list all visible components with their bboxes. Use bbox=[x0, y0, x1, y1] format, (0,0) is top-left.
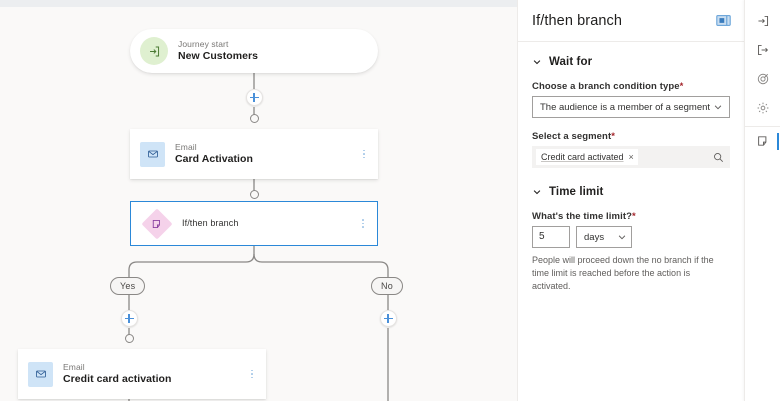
connector-port-email-2[interactable] bbox=[124, 334, 134, 343]
canvas-top-strip bbox=[0, 0, 517, 7]
close-icon[interactable]: × bbox=[628, 151, 634, 162]
branch-note-icon bbox=[141, 208, 172, 239]
chevron-down-icon bbox=[533, 60, 541, 65]
required-marker: * bbox=[632, 211, 636, 222]
envelope-icon bbox=[28, 361, 53, 387]
chevron-down-icon bbox=[533, 190, 541, 195]
email-icon-wrap-1 bbox=[140, 141, 165, 167]
panel-layout-icon[interactable] bbox=[716, 15, 731, 26]
email-text-2: Email Credit card activation bbox=[63, 363, 244, 386]
segment-chip[interactable]: Credit card activated × bbox=[536, 149, 638, 165]
segment-picker-input[interactable]: Credit card activated × bbox=[532, 146, 730, 168]
right-icon-rail bbox=[744, 0, 780, 401]
label-select-segment: Select a segment* bbox=[532, 131, 730, 142]
time-limit-row: 5 days bbox=[532, 226, 730, 248]
section-header-wait-for[interactable]: Wait for bbox=[532, 56, 730, 68]
arrow-into-box-icon bbox=[757, 15, 768, 26]
label-branch-condition-type: Choose a branch condition type* bbox=[532, 81, 730, 92]
label-text-time-limit: What's the time limit? bbox=[532, 211, 632, 222]
select-branch-condition-type[interactable]: The audience is a member of a segment bbox=[532, 96, 730, 118]
journey-start-text: Journey start New Customers bbox=[178, 40, 366, 63]
branch-note-icon bbox=[757, 136, 766, 146]
section-header-time-limit[interactable]: Time limit bbox=[532, 186, 730, 198]
branch-label: If/then branch bbox=[182, 218, 239, 229]
node-email-card-activation[interactable]: Email Card Activation bbox=[130, 129, 378, 179]
gear-icon bbox=[757, 102, 768, 113]
journey-start-title: New Customers bbox=[178, 50, 259, 63]
journey-start-icon-wrap bbox=[140, 37, 168, 65]
segment-chip-label: Credit card activated bbox=[541, 152, 624, 162]
chevron-down-icon bbox=[714, 105, 722, 110]
rail-item-branch-properties[interactable] bbox=[744, 126, 780, 155]
time-limit-helper-text: People will proceed down the no branch i… bbox=[532, 255, 714, 292]
required-marker: * bbox=[679, 81, 684, 92]
node-more-options-button-email-1[interactable] bbox=[356, 143, 372, 165]
node-email-credit-card-activation[interactable]: Email Credit card activation bbox=[18, 349, 266, 399]
rail-item-settings[interactable] bbox=[745, 93, 780, 122]
email-title-2: Credit card activation bbox=[63, 373, 172, 386]
label-text-branch-condition-type: Choose a branch condition type bbox=[532, 81, 680, 92]
search-icon[interactable] bbox=[713, 152, 724, 163]
branch-text: If/then branch bbox=[182, 218, 355, 228]
properties-panel: If/then branch Wait for Choose a branc bbox=[517, 0, 744, 401]
add-step-button-no[interactable] bbox=[379, 310, 397, 327]
field-select-segment: Select a segment* Credit card activated … bbox=[532, 131, 730, 168]
node-more-options-button-branch[interactable] bbox=[355, 213, 371, 235]
rail-item-exit[interactable] bbox=[745, 35, 780, 64]
time-limit-unit-select[interactable]: days bbox=[576, 226, 632, 248]
target-icon bbox=[757, 73, 768, 84]
arrow-out-of-box-icon bbox=[757, 44, 768, 55]
add-step-button-main[interactable] bbox=[245, 89, 263, 106]
email-title-1: Card Activation bbox=[175, 153, 253, 166]
node-more-options-button-email-2[interactable] bbox=[244, 363, 260, 385]
properties-panel-body: Wait for Choose a branch condition type*… bbox=[518, 42, 744, 401]
branch-label-no[interactable]: No bbox=[371, 277, 403, 295]
required-marker: * bbox=[611, 131, 616, 142]
field-branch-condition-type: Choose a branch condition type* The audi… bbox=[532, 81, 730, 118]
page-title: If/then branch bbox=[532, 12, 623, 29]
journey-start-subtitle: Journey start bbox=[178, 39, 229, 49]
journey-canvas[interactable]: Yes No Journey start New Customers bbox=[0, 7, 517, 401]
email-text-1: Email Card Activation bbox=[175, 143, 356, 166]
node-journey-start[interactable]: Journey start New Customers bbox=[130, 29, 378, 73]
connector-port-branch[interactable] bbox=[249, 189, 259, 199]
node-if-then-branch[interactable]: If/then branch bbox=[130, 201, 378, 246]
properties-panel-header: If/then branch bbox=[518, 0, 744, 42]
label-text-select-segment: Select a segment bbox=[532, 131, 612, 142]
time-limit-amount-input[interactable]: 5 bbox=[532, 226, 570, 248]
field-time-limit: What's the time limit?* 5 days People wi… bbox=[532, 211, 730, 293]
time-limit-unit-value: days bbox=[584, 231, 605, 243]
select-branch-condition-type-value: The audience is a member of a segment bbox=[540, 101, 711, 113]
chevron-down-icon bbox=[618, 235, 626, 240]
add-step-button-yes[interactable] bbox=[120, 310, 138, 327]
enter-arrow-icon bbox=[140, 37, 168, 65]
email-subtitle-2: Email bbox=[63, 362, 85, 372]
label-time-limit: What's the time limit?* bbox=[532, 211, 730, 222]
connector-port-email-1[interactable] bbox=[249, 114, 259, 123]
section-label-time-limit: Time limit bbox=[549, 186, 604, 198]
branch-icon-wrap bbox=[141, 208, 172, 239]
section-label-wait-for: Wait for bbox=[549, 56, 593, 68]
email-icon-wrap-2 bbox=[28, 361, 53, 387]
branch-label-yes[interactable]: Yes bbox=[110, 277, 146, 295]
envelope-icon bbox=[140, 141, 165, 167]
rail-item-entry[interactable] bbox=[745, 6, 780, 35]
rail-item-goals[interactable] bbox=[745, 64, 780, 93]
email-subtitle-1: Email bbox=[175, 142, 197, 152]
